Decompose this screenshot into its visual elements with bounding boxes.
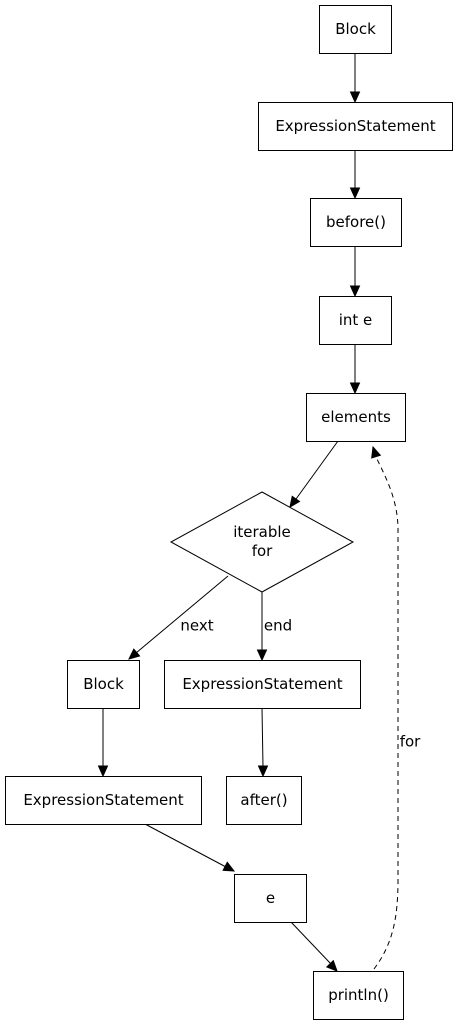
- node-label: e: [266, 889, 275, 907]
- arrowhead: [257, 765, 269, 778]
- node-block2: Block: [67, 660, 140, 709]
- edge-block1-to-exprstmt1: [349, 53, 361, 104]
- node-label: after(): [240, 791, 287, 809]
- node-label: for: [252, 542, 273, 560]
- node-e: e: [234, 874, 307, 923]
- arrowhead: [349, 382, 361, 395]
- edge-inte-to-elements: [349, 344, 361, 395]
- node-after: after(): [226, 776, 302, 825]
- node-box: [67, 660, 140, 709]
- node-box: [319, 296, 392, 345]
- node-box: [5, 776, 202, 825]
- edge-block2-to-exprstmt3: [97, 708, 109, 778]
- node-block1: Block: [319, 5, 392, 54]
- arrowhead: [256, 649, 268, 662]
- node-box: [310, 198, 402, 247]
- edge-line: [144, 823, 227, 868]
- edge-iterable-to-exprstmt2: end: [256, 592, 292, 662]
- arrowhead: [349, 285, 361, 298]
- node-before: before(): [310, 198, 402, 247]
- arrowhead: [349, 187, 361, 200]
- arrowhead: [371, 445, 382, 459]
- node-box: [164, 660, 361, 709]
- node-label: elements: [321, 408, 391, 426]
- node-label: ExpressionStatement: [275, 117, 435, 135]
- node-label: Block: [335, 20, 376, 38]
- edge-line: [290, 921, 332, 965]
- edge-label: end: [264, 617, 292, 635]
- arrowhead: [128, 648, 141, 660]
- node-println: println(): [313, 971, 404, 1020]
- edge-exprstmt3-to-e: [144, 823, 236, 872]
- arrowhead: [97, 765, 109, 778]
- node-box: [319, 5, 392, 54]
- node-label: iterable: [233, 523, 291, 541]
- edge-iterable-to-block2: next: [128, 575, 229, 660]
- node-exprstmt2: ExpressionStatement: [164, 660, 361, 709]
- node-label: before(): [326, 213, 386, 231]
- node-label: ExpressionStatement: [182, 675, 342, 693]
- node-box: [258, 102, 453, 151]
- edge-line: [261, 707, 264, 768]
- arrowhead: [222, 861, 236, 872]
- edge-before-to-inte: [349, 246, 361, 298]
- node-label: int e: [339, 311, 373, 329]
- node-diamond: [169, 491, 355, 593]
- edge-println-to-elements: for: [371, 445, 421, 970]
- edge-elements-to-iterable: [289, 440, 339, 508]
- node-box: [226, 776, 302, 825]
- node-label: Block: [83, 675, 124, 693]
- arrowhead: [349, 91, 361, 104]
- edge-line: [373, 458, 399, 970]
- edges-layer: next end for: [97, 53, 421, 972]
- node-elements: elements: [306, 393, 406, 442]
- edge-line: [135, 575, 229, 654]
- edge-exprstmt1-to-before: [349, 150, 361, 200]
- node-box: [313, 971, 404, 1020]
- node-inte: int e: [319, 296, 392, 345]
- edge-label: for: [400, 733, 421, 751]
- node-label: println(): [328, 986, 389, 1004]
- arrowhead: [325, 959, 338, 972]
- node-exprstmt3: ExpressionStatement: [5, 776, 202, 825]
- edge-exprstmt2-to-after: [257, 707, 269, 778]
- arrowhead: [289, 495, 301, 508]
- node-exprstmt1: ExpressionStatement: [258, 102, 453, 151]
- node-label: ExpressionStatement: [23, 791, 183, 809]
- edge-e-to-println: [290, 921, 338, 972]
- edge-label: next: [180, 617, 213, 635]
- node-box: [234, 874, 307, 923]
- edge-line: [295, 440, 339, 500]
- node-box: [306, 393, 406, 442]
